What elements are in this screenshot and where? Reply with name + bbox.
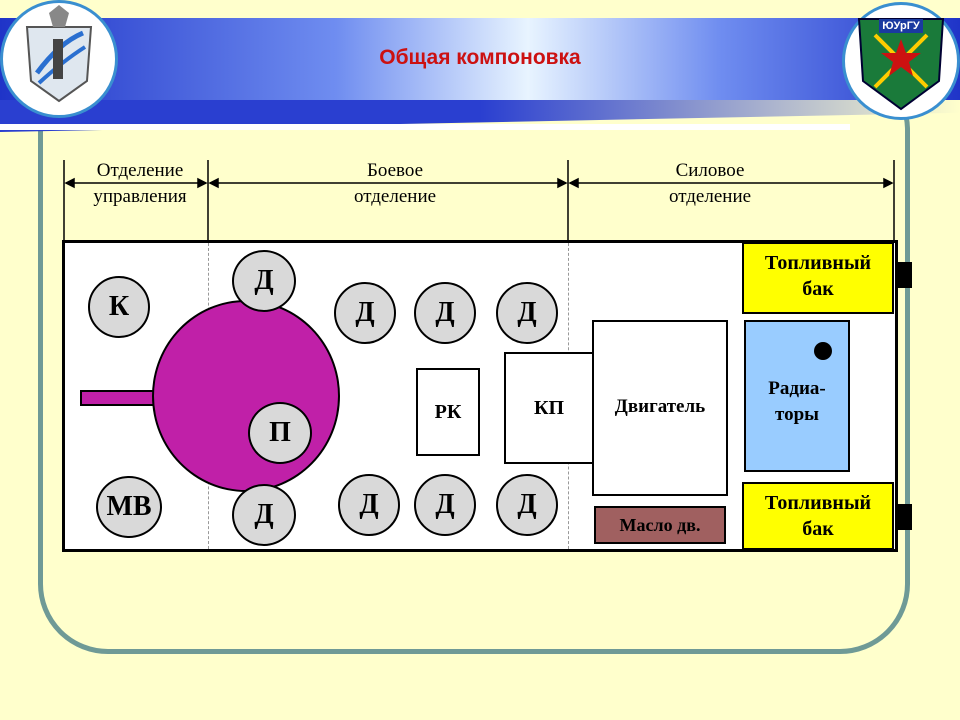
university-abbreviation: ЮУрГУ (882, 20, 920, 32)
turret (152, 300, 340, 492)
troop-seat: Д (338, 474, 400, 536)
troop-seat: Д (414, 282, 476, 344)
troop-seat: Д (232, 484, 296, 546)
section-control-label: Отделение управления (93, 160, 187, 207)
troop-seat: Д (334, 282, 396, 344)
faculty-logo-right: ЮУрГУ (842, 2, 960, 120)
gearbox-box: КП (504, 352, 594, 464)
driver-seat: МВ (96, 476, 162, 538)
troop-seat: Д (496, 474, 558, 536)
transfer-case-box: РК (416, 368, 480, 456)
troop-seat: Д (414, 474, 476, 536)
commander-seat: К (88, 276, 150, 338)
troop-seat: Д (232, 250, 296, 312)
header-bar (0, 18, 960, 100)
faculty-emblem-icon (857, 18, 945, 111)
fuel-tank-top: Топливный бак (742, 242, 894, 314)
fuel-tank-bottom: Топливный бак (742, 482, 894, 550)
fuel-filler-top (896, 262, 912, 288)
section-power-label: Силовое отделение (668, 160, 752, 207)
filler-cap-dot (814, 342, 832, 360)
university-logo-left (0, 0, 118, 118)
radiator-box: Радиа- торы (744, 320, 850, 472)
engine-oil-box: Масло дв. (594, 506, 726, 544)
gunner-seat: П (248, 402, 312, 464)
troop-seat: Д (496, 282, 558, 344)
section-combat-label: Боевое отделение (353, 160, 437, 207)
engine-box: Двигатель (592, 320, 728, 496)
gun-barrel (80, 390, 160, 406)
header-divider (0, 124, 850, 130)
shield-icon (25, 5, 93, 103)
page-title: Общая компоновка (379, 46, 581, 69)
fuel-filler-bottom (896, 504, 912, 530)
